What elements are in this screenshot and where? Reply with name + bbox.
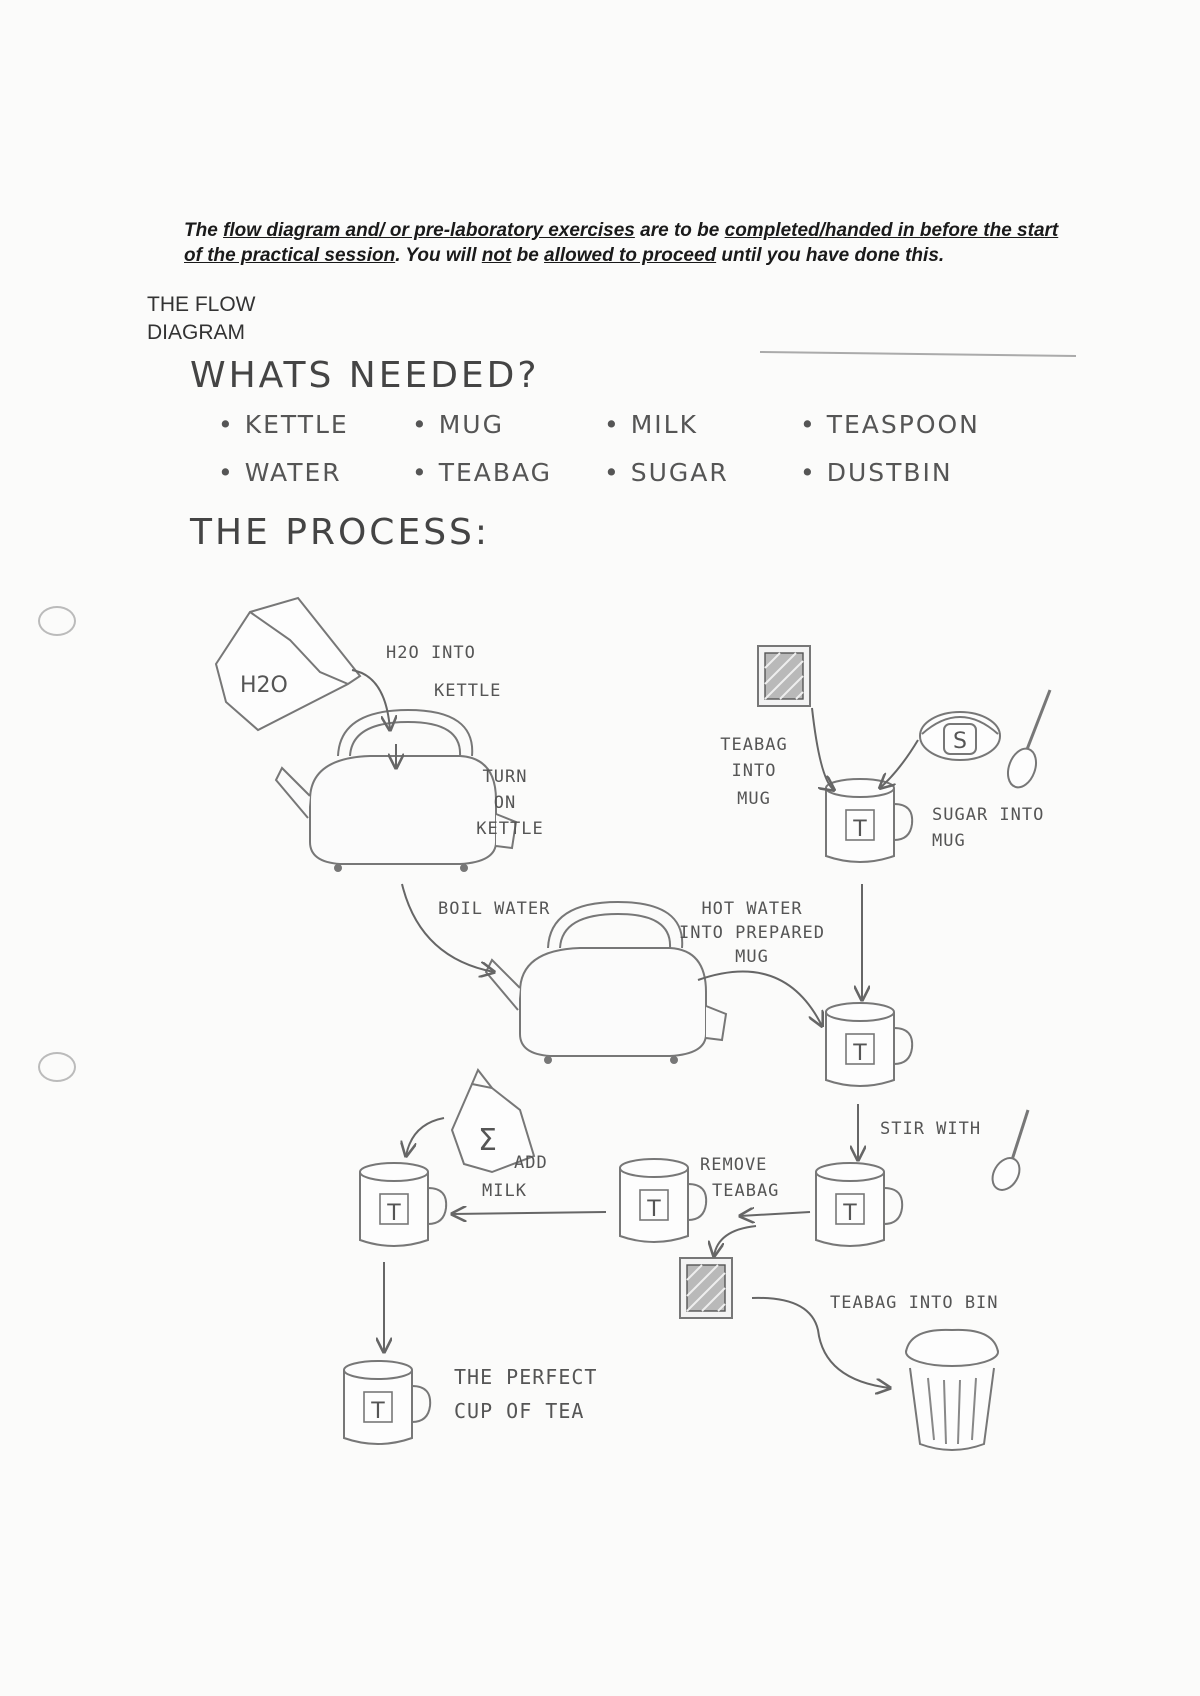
step-label: KETTLE [476,819,544,839]
step-label: TEABAG INTO BIN [830,1293,999,1313]
divider-line [759,351,1077,357]
water-jug-icon: H2O [214,596,362,732]
instructions-underlined: completed/handed in before the start of … [184,220,1059,266]
needed-item-label: DUSTBIN [826,458,953,487]
mug-letter: T [852,1041,867,1066]
flow-arrows [351,669,919,1388]
instructions-underlined: allowed to proceed [544,245,717,266]
step-label: THE PERFECT [454,1365,598,1389]
arrow [351,669,390,730]
jug-label: H2O [240,673,288,698]
needed-item: • MILK [604,410,698,439]
section-heading-line2: DIAGRAM [147,321,246,344]
instructions-text: The flow diagram and/ or pre-laboratory … [184,218,1074,268]
needed-item-label: KETTLE [244,410,349,439]
milk-jug-label: Σ [478,1123,497,1158]
mug-letter: T [842,1201,857,1226]
mug-icon: T [359,1162,448,1247]
binder-hole [38,1052,76,1082]
instructions-part: The [184,220,224,241]
instructions-part: are to be [634,220,725,241]
used-teabag-icon [679,1257,733,1319]
step-label: H2O INTO [386,643,476,663]
mug-letter: T [646,1197,661,1222]
needed-title: WHATS NEEDED? [190,355,540,396]
arrow [740,1212,811,1216]
needed-item: • KETTLE [218,410,349,439]
step-label: ON [493,793,517,813]
instructions-underlined: not [481,245,512,266]
sugar-bowl-icon: S [919,711,1001,761]
step-label: TEABAG [712,1181,780,1201]
step-label: BOIL WATER [438,899,551,919]
needed-item-label: WATER [244,458,342,487]
mug-icon: T [343,1360,432,1445]
arrow [880,739,919,788]
needed-item: • TEABAG [412,458,553,487]
teabag-icon [757,645,811,707]
step-label: INTO [731,761,777,781]
instructions-part: be [511,245,545,266]
step-label: MUG [735,947,769,967]
needed-item-label: MUG [438,410,504,439]
binder-hole [38,606,76,636]
arrow [406,1117,445,1156]
step-label: SUGAR INTO [932,805,1045,825]
mug-icon: T [815,1162,904,1247]
process-title: THE PROCESS: [190,512,491,553]
sugar-bowl-label: S [953,729,967,754]
step-label: MILK [482,1181,527,1201]
needed-item-label: MILK [630,410,698,439]
stirring-spoon-icon [991,1109,1030,1191]
needed-item: • MUG [412,410,504,439]
dustbin-icon [905,1328,999,1451]
needed-item: • SUGAR [604,458,729,487]
instructions-part: . You will [395,245,482,266]
mug-letter: T [370,1399,385,1424]
arrow [401,883,494,972]
arrow [697,970,822,1026]
needed-item: • WATER [218,458,342,487]
step-label: TEABAG [720,735,788,755]
step-label: MUG [737,789,771,809]
step-label: ADD [514,1153,548,1173]
needed-item-label: TEABAG [438,458,553,487]
instructions-part: until you have done this. [716,245,945,266]
mug-letter: T [386,1201,401,1226]
step-label: CUP OF TEA [454,1399,585,1423]
needed-item-label: TEASPOON [826,410,980,439]
arrow [714,1225,757,1256]
arrow [811,707,834,790]
mug-letter: T [852,817,867,842]
arrow [452,1212,607,1214]
step-label: INTO PREPARED [678,923,826,943]
step-label: STIR WITH [880,1119,982,1139]
mug-icon: T [825,778,914,863]
needed-item: • DUSTBIN [800,458,953,487]
step-label: KETTLE [434,681,502,701]
instructions-underlined: flow diagram and/ or pre-laboratory exer… [223,220,635,241]
arrow [751,1296,890,1388]
step-label: REMOVE [700,1155,768,1175]
mug-icon: T [825,1002,914,1087]
mug-icon: T [619,1158,708,1243]
step-label: MUG [932,831,966,851]
step-label: TURN [482,767,528,787]
needed-item: • TEASPOON [800,410,980,439]
section-heading-line1: THE FLOW [147,293,256,316]
step-label: HOT WATER [701,899,803,919]
teaspoon-icon [1006,689,1052,789]
needed-item-label: SUGAR [630,458,729,487]
milk-jug-icon: Σ [450,1068,536,1174]
